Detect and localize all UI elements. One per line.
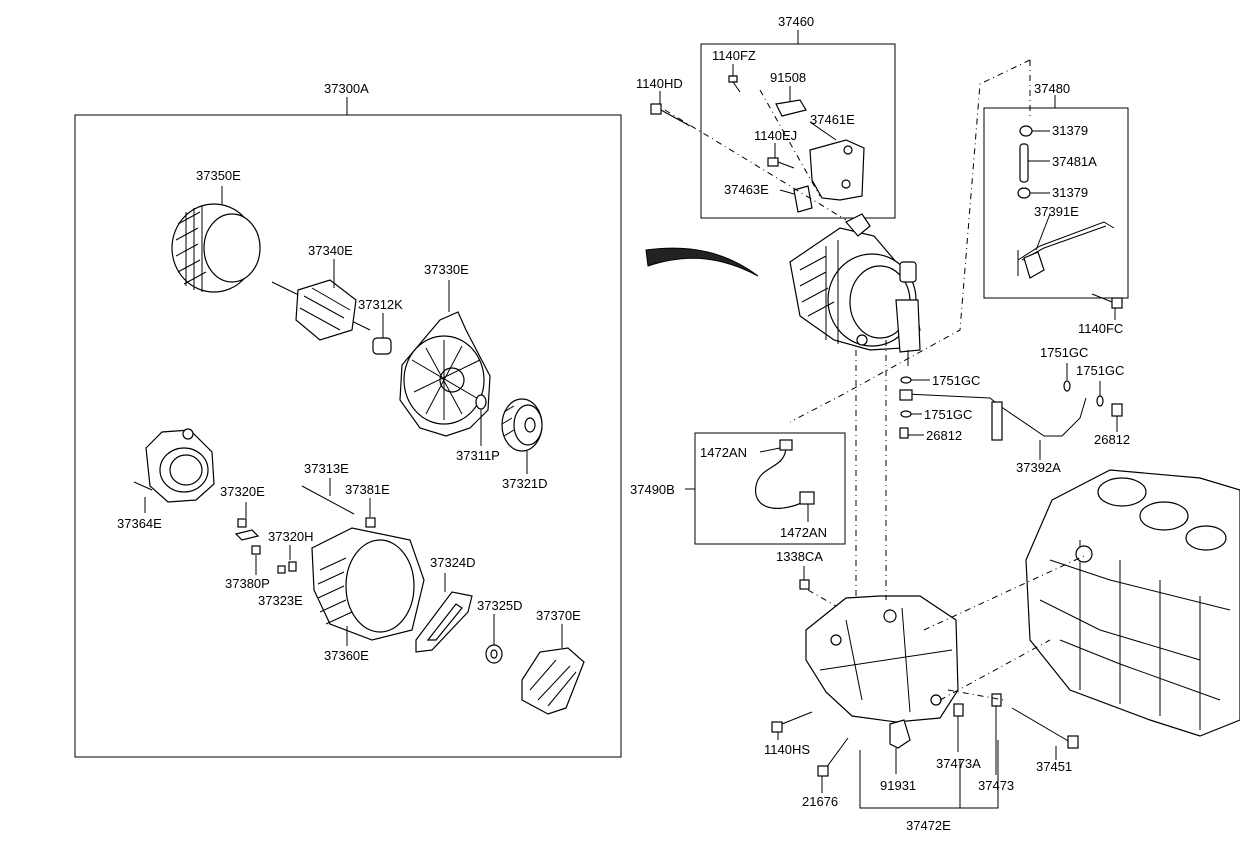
label-26812-2: 26812 [1094,432,1130,447]
alternator-assembled-part [789,213,921,366]
label-31379-top: 31379 [1052,123,1088,138]
washer-part [485,614,503,664]
part-labels: 37300A 37350E 37340E 37330E 37312K 37311… [117,14,1130,833]
label-37391e: 37391E [1034,204,1079,219]
terminal-part [234,502,260,541]
label-37461e: 37461E [810,112,855,127]
label-37312k: 37312K [358,297,403,312]
alternator-assembly-group [74,97,622,758]
label-1751gc-4: 1751GC [1076,363,1124,378]
label-37460: 37460 [778,14,814,29]
label-37300a: 37300A [324,81,369,96]
vacuum-pipe-group [899,363,1123,460]
small-nuts-part [251,545,297,575]
label-37320h: 37320H [268,529,314,544]
label-37473a: 37473A [936,756,981,771]
label-37472e: 37472E [906,818,951,833]
bracket-assembly-group [700,30,896,219]
label-1338ca: 1338CA [776,549,823,564]
rectifier-housing-part [311,527,425,646]
label-37324d: 37324D [430,555,476,570]
assembly-arrow [645,247,759,277]
long-bolt-part [650,91,691,127]
label-37320e: 37320E [220,484,265,499]
brush-holder-part [521,624,585,715]
long-bracket-bolt-part [1011,707,1079,760]
stud-bolt-part [817,737,849,793]
through-bolt-part [301,478,355,515]
bearing-part [372,313,392,355]
label-37350e: 37350E [196,168,241,183]
label-37323e: 37323E [258,593,303,608]
label-1140fc: 1140FC [1078,321,1123,336]
label-37463e: 37463E [724,182,769,197]
clip-91931-part [889,719,911,774]
label-91931: 91931 [880,778,916,793]
label-1140hs: 1140HS [764,742,810,757]
engine-block-part [1025,469,1240,737]
label-1140fz: 1140FZ [712,48,756,63]
label-1751gc-3: 1751GC [1040,345,1088,360]
pulley-part [501,398,543,474]
label-21676: 21676 [802,794,838,809]
vacuum-hose-group [685,432,846,545]
label-37325d: 37325D [477,598,523,613]
label-1472an-2: 1472AN [780,525,827,540]
label-1751gc-1: 1751GC [932,373,980,388]
label-31379-bottom: 31379 [1052,185,1088,200]
oil-line-bolt-part [1091,293,1123,320]
label-37330e: 37330E [424,262,469,277]
oil-line-group [983,95,1129,299]
label-37340e: 37340E [308,243,353,258]
alignment-lines [664,59,1085,701]
label-37392a: 37392A [1016,460,1061,475]
label-26812-1: 26812 [926,428,962,443]
gasket-part [415,573,473,653]
label-1751gc-2: 1751GC [924,407,972,422]
alternator-assembly-box [74,114,622,758]
label-37490b: 37490B [630,482,675,497]
label-37360e: 37360E [324,648,369,663]
label-37451: 37451 [1036,759,1072,774]
label-37321d: 37321D [502,476,548,491]
nut-37381e-part [365,498,376,528]
stator-ring-part [171,186,261,293]
bracket-bolt-part [771,711,813,740]
label-91508: 91508 [770,70,806,85]
vacuum-pump-nut-part [799,566,810,590]
label-37481a: 37481A [1052,154,1097,169]
front-bracket-part [399,280,491,437]
rotor-part [271,259,371,341]
dowel-pins-part [953,693,1002,775]
lower-bracket-part [805,595,999,809]
label-37380p: 37380P [225,576,270,591]
label-37313e: 37313E [304,461,349,476]
rear-bracket-part [133,428,215,513]
label-37381e: 37381E [345,482,390,497]
label-1140hd: 1140HD [636,76,683,91]
label-37370e: 37370E [536,608,581,623]
label-1140ej: 1140EJ [754,128,797,143]
spacer-part [475,394,487,446]
label-37311p: 37311P [456,448,500,463]
label-1472an-1: 1472AN [700,445,747,460]
label-37473: 37473 [978,778,1014,793]
label-37480: 37480 [1034,81,1070,96]
label-37364e: 37364E [117,516,162,531]
